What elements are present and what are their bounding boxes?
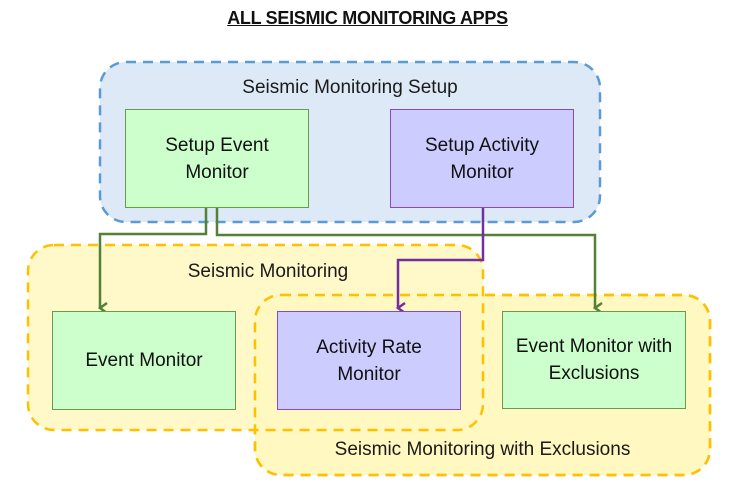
box-activity-rate-monitor[interactable]: Activity Rate Monitor [277, 311, 461, 410]
box-setup-event-monitor[interactable]: Setup Event Monitor [125, 109, 309, 208]
connector-setup-event-to-event-monitor [100, 207, 208, 308]
diagram-title: ALL SEISMIC MONITORING APPS [227, 8, 508, 28]
box-setup-activity-monitor[interactable]: Setup Activity Monitor [390, 109, 574, 208]
box-event-monitor-exclusions[interactable]: Event Monitor with Exclusions [502, 311, 686, 409]
group-setup-label: Seismic Monitoring Setup [242, 77, 458, 98]
connector-setup-activity-to-activity-rate [398, 207, 485, 308]
group-monitoring-label: Seismic Monitoring [187, 261, 349, 282]
connector-setup-event-to-event-exclusions [215, 207, 595, 308]
group-exclusions-label: Seismic Monitoring with Exclusions [334, 439, 631, 460]
box-event-monitor[interactable]: Event Monitor [52, 311, 236, 410]
